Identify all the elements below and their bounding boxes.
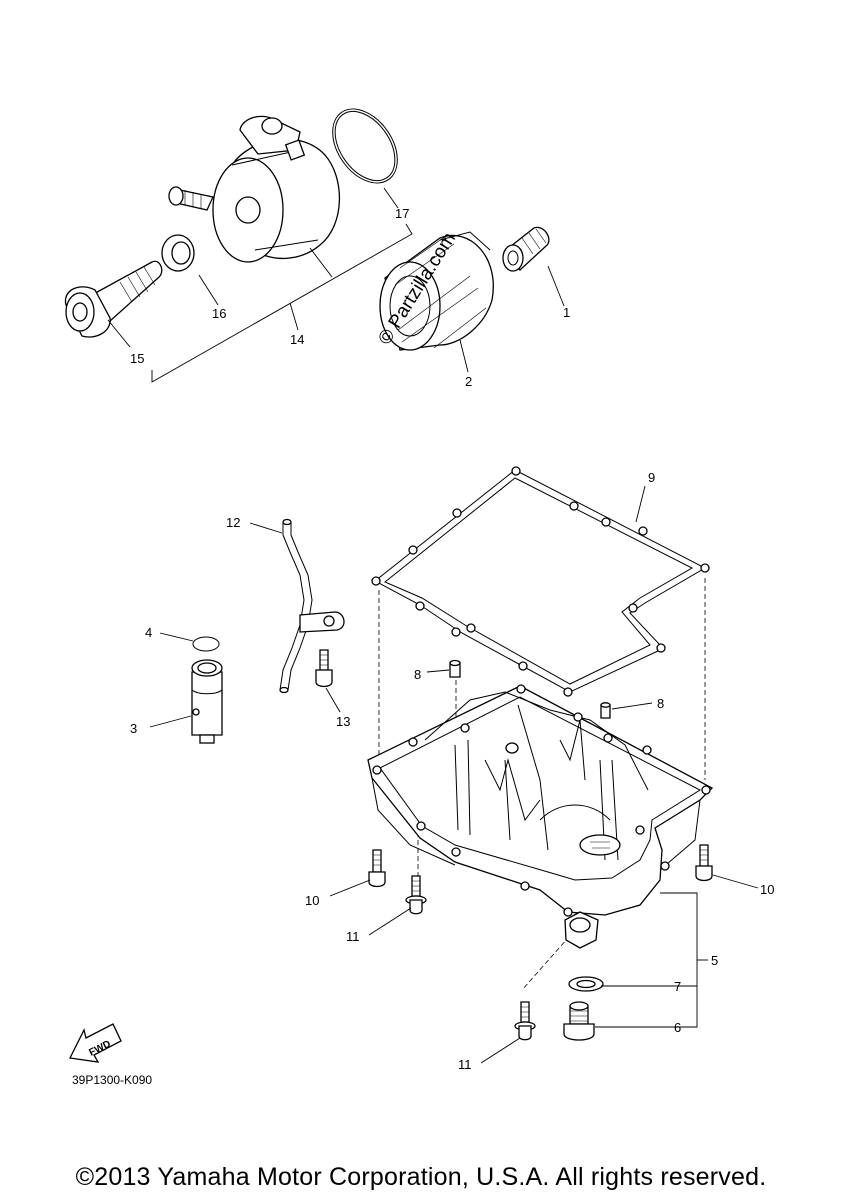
callout-14: 14 bbox=[290, 332, 304, 347]
forward-arrow-icon: FWD bbox=[69, 1023, 122, 1063]
callout-10a: 10 bbox=[305, 893, 319, 908]
oil-pan bbox=[367, 684, 714, 949]
callout-16: 16 bbox=[212, 306, 226, 321]
callout-10b: 10 bbox=[760, 882, 774, 897]
callout-7: 7 bbox=[674, 979, 681, 994]
threaded-stud-1 bbox=[502, 226, 550, 272]
bolt-10b bbox=[695, 844, 713, 882]
pipe-3 bbox=[191, 659, 223, 744]
flange-bolt-11a bbox=[405, 875, 427, 915]
callout-5: 5 bbox=[711, 953, 718, 968]
breather-pipe-12 bbox=[279, 518, 345, 694]
drain-plug-6 bbox=[563, 1001, 595, 1041]
dowel-pin-8b bbox=[600, 702, 611, 719]
copyright-notice: ©2013 Yamaha Motor Corporation, U.S.A. A… bbox=[75, 1163, 767, 1191]
callout-12: 12 bbox=[226, 515, 240, 530]
bottom-leaders bbox=[149, 485, 759, 1064]
callout-8a: 8 bbox=[414, 667, 421, 682]
diagram-code: 39P1300-K090 bbox=[72, 1073, 153, 1087]
oil-pan-gasket-9 bbox=[371, 466, 710, 697]
callout-4: 4 bbox=[145, 625, 152, 640]
callout-11a: 11 bbox=[346, 929, 360, 944]
union-bolt-15 bbox=[64, 260, 163, 338]
o-ring-4 bbox=[192, 636, 220, 652]
callout-1: 1 bbox=[563, 305, 570, 320]
callout-11b: 11 bbox=[458, 1057, 472, 1072]
callout-3: 3 bbox=[130, 721, 137, 736]
callout-2: 2 bbox=[465, 374, 472, 389]
callout-13: 13 bbox=[336, 714, 350, 729]
bolt-13 bbox=[315, 649, 333, 688]
flange-bolt-11b bbox=[514, 1001, 536, 1041]
callout-9: 9 bbox=[648, 470, 655, 485]
callout-15: 15 bbox=[130, 351, 144, 366]
oil-filter-2 bbox=[379, 231, 494, 351]
washer-16 bbox=[161, 234, 195, 272]
dowel-pin-8a bbox=[449, 659, 461, 678]
callout-17: 17 bbox=[395, 206, 409, 221]
callout-6: 6 bbox=[674, 1020, 681, 1035]
callout-labels: 17 1 2 16 14 15 9 12 4 8 8 13 3 10 10 11… bbox=[130, 206, 774, 1072]
callout-8b: 8 bbox=[657, 696, 664, 711]
top-leaders bbox=[107, 187, 565, 383]
o-ring-17 bbox=[332, 108, 398, 184]
gasket-bolt-holes bbox=[371, 466, 710, 697]
pan-bolt-holes bbox=[372, 684, 711, 917]
oil-cooler-14 bbox=[168, 115, 341, 263]
drain-gasket-7 bbox=[568, 976, 604, 992]
bolt-10a bbox=[368, 849, 386, 888]
